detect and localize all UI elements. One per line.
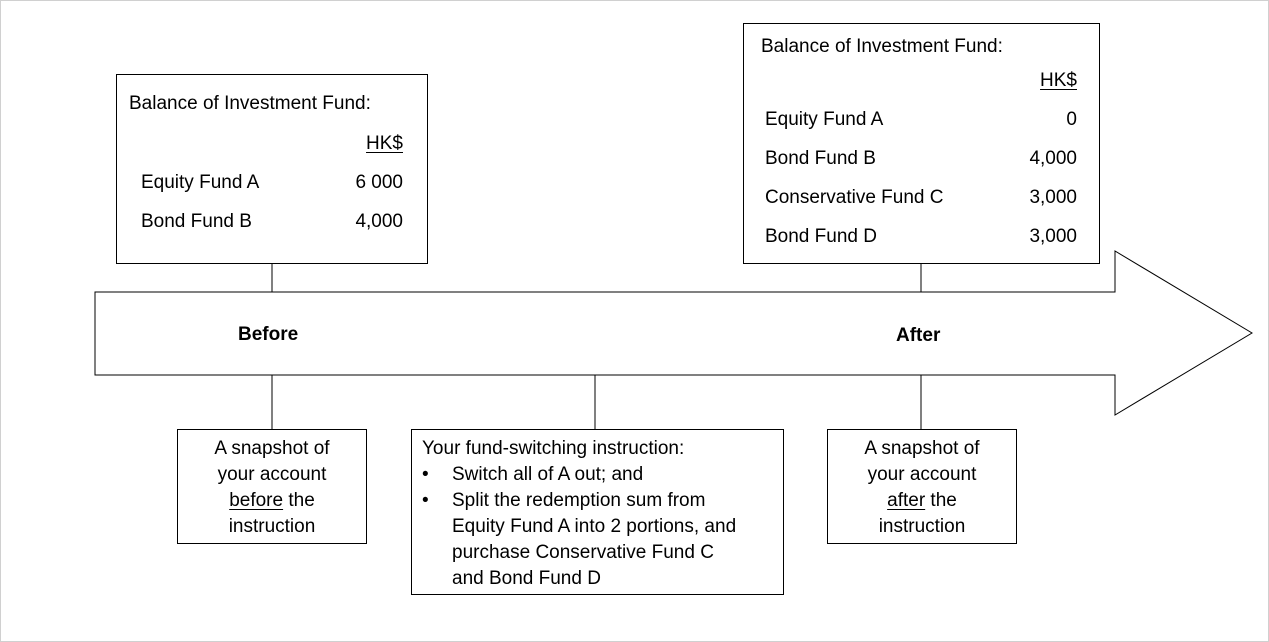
after-fund-label: Equity Fund A bbox=[765, 109, 884, 130]
after-fund-amount: 3,000 bbox=[1029, 226, 1077, 247]
instruction-item-text: and Bond Fund D bbox=[452, 568, 601, 589]
snapshot-after-emphasis: after bbox=[887, 490, 926, 511]
before-fund-amount: 6 000 bbox=[355, 172, 403, 193]
snapshot-before-line: instruction bbox=[228, 516, 316, 537]
instruction-item: • Switch all of A out; and bbox=[412, 462, 783, 488]
timeline-arrow-shape bbox=[94, 250, 1253, 416]
instruction-box: Your fund-switching instruction: • Switc… bbox=[411, 429, 784, 595]
snapshot-after-suffix: the bbox=[925, 490, 957, 511]
before-label: Before bbox=[238, 324, 299, 345]
after-balance-box: Balance of Investment Fund: HK$ Equity F… bbox=[743, 23, 1100, 264]
after-label: After bbox=[896, 325, 941, 346]
snapshot-before-emphasis: before bbox=[229, 490, 284, 511]
snapshot-after-line: after the bbox=[828, 488, 1016, 514]
after-fund-amount: 4,000 bbox=[1029, 148, 1077, 169]
before-currency-header: HK$ bbox=[366, 133, 403, 154]
snapshot-after-line: instruction bbox=[878, 516, 966, 537]
snapshot-after-line: A snapshot of bbox=[864, 438, 980, 459]
after-fund-amount: 0 bbox=[1066, 109, 1077, 130]
bullet-icon: • bbox=[422, 464, 429, 485]
after-fund-label: Bond Fund B bbox=[765, 148, 876, 169]
snapshot-before-line: your account bbox=[217, 464, 327, 485]
snapshot-before-suffix: the bbox=[283, 490, 315, 511]
snapshot-before-box: A snapshot of your account before the in… bbox=[177, 429, 367, 544]
instruction-item: • Split the redemption sum from Equity F… bbox=[412, 488, 783, 592]
snapshot-after-box: A snapshot of your account after the ins… bbox=[827, 429, 1017, 544]
instruction-item-text: Equity Fund A into 2 portions, and bbox=[452, 516, 737, 537]
before-balance-box: Balance of Investment Fund: HK$ Equity F… bbox=[116, 74, 428, 264]
bullet-icon: • bbox=[422, 490, 429, 511]
instruction-item-text: Switch all of A out; and bbox=[452, 464, 644, 485]
instruction-item-text: purchase Conservative Fund C bbox=[452, 542, 714, 563]
after-balance-title: Balance of Investment Fund: bbox=[761, 36, 1003, 57]
before-fund-label: Equity Fund A bbox=[141, 172, 260, 193]
after-fund-label: Conservative Fund C bbox=[765, 187, 944, 208]
snapshot-after-line: your account bbox=[867, 464, 977, 485]
instruction-heading: Your fund-switching instruction: bbox=[422, 438, 685, 459]
after-currency-header: HK$ bbox=[1040, 70, 1077, 91]
before-balance-title: Balance of Investment Fund: bbox=[129, 93, 371, 114]
snapshot-before-line: A snapshot of bbox=[214, 438, 330, 459]
before-fund-label: Bond Fund B bbox=[141, 211, 252, 232]
after-fund-label: Bond Fund D bbox=[765, 226, 877, 247]
instruction-item-text: Split the redemption sum from bbox=[452, 490, 706, 511]
snapshot-before-line: before the bbox=[178, 488, 366, 514]
after-fund-amount: 3,000 bbox=[1029, 187, 1077, 208]
before-fund-amount: 4,000 bbox=[355, 211, 403, 232]
